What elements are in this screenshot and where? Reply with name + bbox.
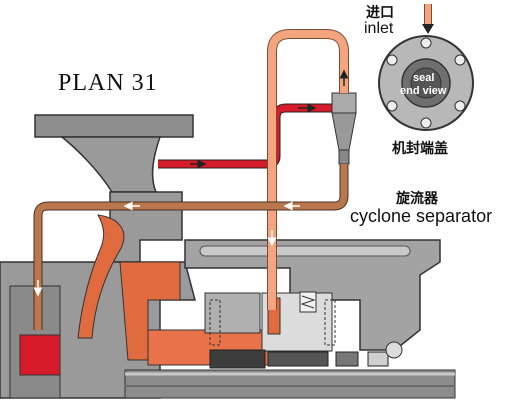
return-line xyxy=(33,164,349,330)
inlet-en-label: inlet xyxy=(364,20,394,37)
seal-end-view xyxy=(378,35,474,131)
mechanical-seal xyxy=(204,291,403,369)
orange-clean-line xyxy=(267,29,349,310)
seal-view-label-2: end view xyxy=(400,85,447,97)
separator-cn-label: 旋流器 xyxy=(396,191,438,207)
plan-title: PLAN 31 xyxy=(58,70,158,96)
shaft xyxy=(124,369,456,399)
separator-en-label: cyclone separator xyxy=(350,206,493,226)
inlet-arrow xyxy=(422,4,434,34)
inlet-cn-label: 进口 xyxy=(366,5,394,21)
cyclone-separator xyxy=(331,92,357,165)
seal-end-cover-label: 机封端盖 xyxy=(392,141,448,157)
seal-view-label-1: seal xyxy=(413,72,435,84)
